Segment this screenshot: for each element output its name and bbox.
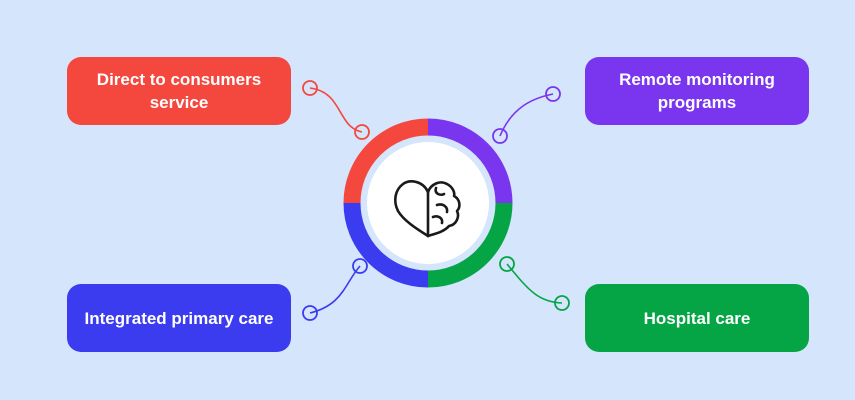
card-label: Hospital care bbox=[643, 308, 751, 328]
connector-top-right bbox=[492, 86, 561, 144]
card-hospital-care: Hospital care bbox=[585, 284, 809, 352]
connector-bottom-right bbox=[499, 256, 570, 311]
connector-node bbox=[554, 295, 570, 311]
ring-segment-blue bbox=[343, 202, 429, 288]
connector-node bbox=[302, 80, 318, 96]
card-label: Integrated primary care bbox=[84, 308, 274, 328]
card-label: Direct to consumers service bbox=[96, 70, 262, 112]
connector-node bbox=[499, 256, 515, 272]
connector-node bbox=[492, 128, 508, 144]
ring-segment-green bbox=[427, 202, 513, 288]
connector-node bbox=[354, 124, 370, 140]
connector-bottom-left bbox=[302, 258, 368, 321]
ring-segment-red bbox=[343, 118, 429, 204]
connector-node bbox=[302, 305, 318, 321]
card-direct-to-consumers: Direct to consumers service bbox=[67, 57, 291, 125]
card-label: Remote monitoring programs bbox=[619, 70, 775, 112]
card-remote-monitoring: Remote monitoring programs bbox=[585, 57, 809, 125]
connector-top-left bbox=[302, 80, 370, 140]
connector-node bbox=[352, 258, 368, 274]
card-integrated-primary-care: Integrated primary care bbox=[67, 284, 291, 352]
heart-brain-icon bbox=[393, 180, 461, 238]
connector-node bbox=[545, 86, 561, 102]
ring-segment-purple bbox=[427, 118, 513, 204]
